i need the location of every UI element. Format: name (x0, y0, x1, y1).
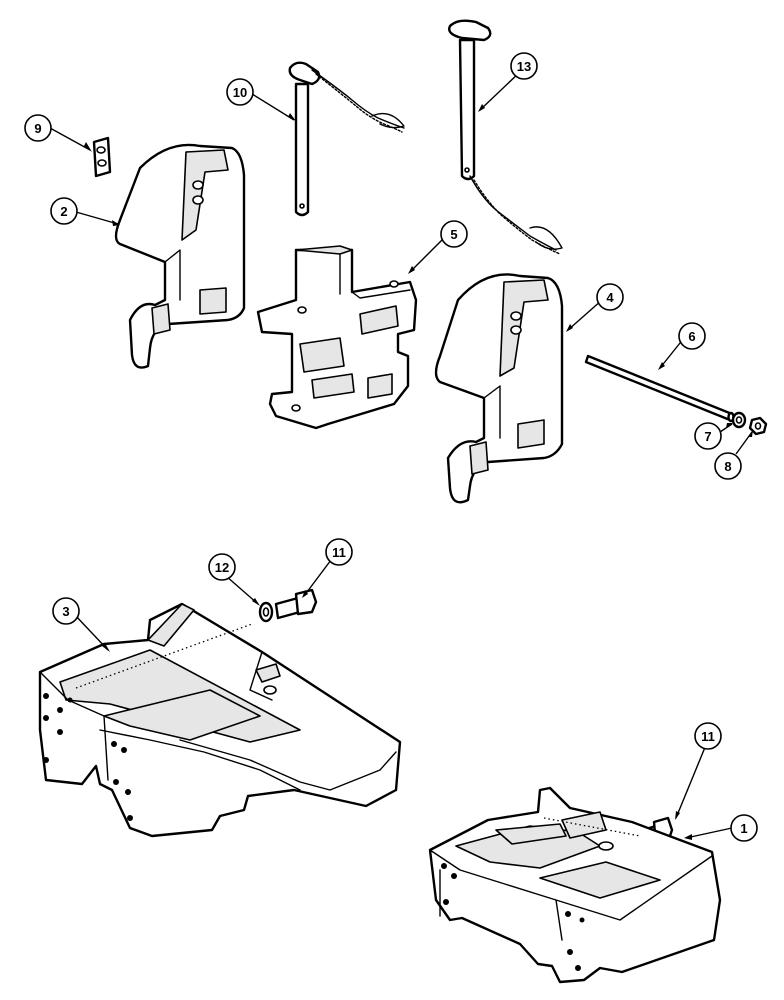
part-4-weight-right (434, 273, 564, 504)
callout-4: 4 (596, 283, 624, 311)
callout-10-label: 10 (233, 85, 247, 100)
callout-1-label: 1 (740, 821, 747, 836)
callout-12: 12 (208, 553, 236, 581)
part-5-bracket (256, 245, 418, 430)
part-6-rod (584, 354, 735, 423)
callout-2: 2 (50, 197, 78, 225)
part-10-pin (288, 61, 405, 217)
leader-lines (49, 71, 753, 840)
callout-7-label: 7 (704, 429, 711, 444)
callout-11-lower-label: 11 (701, 729, 715, 744)
callout-7: 7 (694, 422, 722, 450)
callout-5-label: 5 (450, 227, 457, 242)
callout-10: 10 (226, 78, 254, 106)
callout-11-upper: 11 (325, 538, 353, 566)
part-3-carrier (38, 602, 402, 838)
callout-6-label: 6 (688, 329, 695, 344)
part-7-washer (731, 411, 747, 429)
callout-5: 5 (440, 220, 468, 248)
part-1-block (428, 786, 722, 984)
callout-8: 8 (714, 452, 742, 480)
part-13-pin (448, 19, 563, 255)
callout-13-label: 13 (517, 59, 531, 74)
part-12-washer (258, 601, 274, 623)
callout-1: 1 (730, 814, 758, 842)
part-9-plate (92, 136, 112, 178)
callout-12-label: 12 (215, 560, 229, 575)
callout-6: 6 (678, 322, 706, 350)
callout-3: 3 (52, 597, 80, 625)
part-8-nut (748, 416, 768, 436)
callout-4-label: 4 (606, 290, 614, 305)
callout-11-lower: 11 (694, 722, 722, 750)
callout-3-label: 3 (62, 604, 69, 619)
part-11-bolt-upper (274, 588, 318, 620)
callout-9-label: 9 (34, 121, 41, 136)
callout-13: 13 (510, 52, 538, 80)
part-2-weight-left (114, 143, 246, 369)
callout-11-upper-label: 11 (332, 545, 346, 560)
callout-2-label: 2 (60, 204, 67, 219)
callout-9: 9 (24, 114, 52, 142)
callout-8-label: 8 (724, 459, 731, 474)
